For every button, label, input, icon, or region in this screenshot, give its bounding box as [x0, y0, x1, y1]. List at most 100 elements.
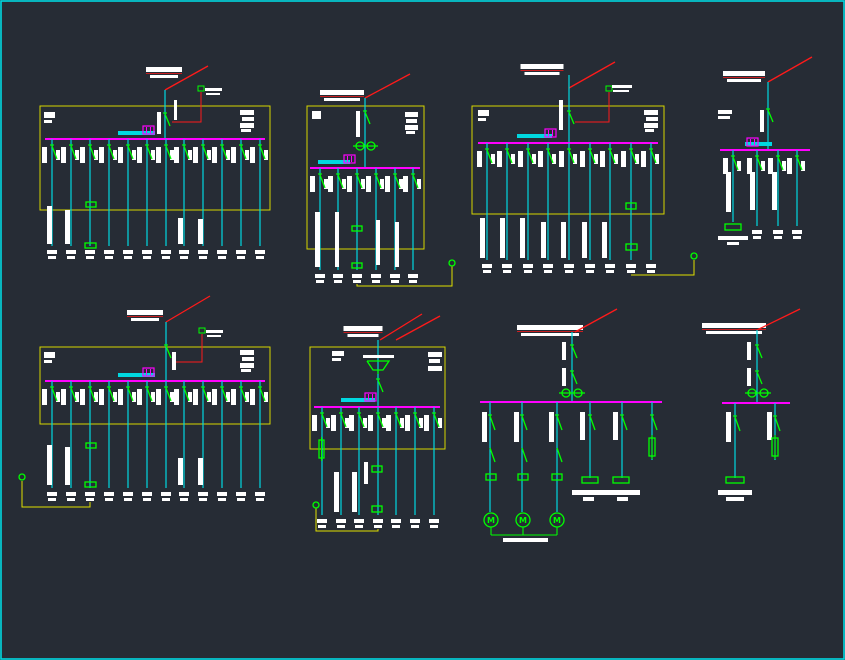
panel-g-feeder-1-breaker-icon — [489, 415, 496, 431]
panel-c-text-block-10 — [480, 218, 485, 258]
panel-f-control-wire — [315, 508, 379, 532]
panel-a-feeder-7-rating-text-block — [170, 150, 174, 160]
panel-c-text-block-15 — [582, 222, 587, 258]
panel-f-feeder-6-name-text-block — [410, 519, 420, 523]
panel-h-text-block-1 — [747, 342, 751, 360]
panel-a-feeder-10-breaker-text-block — [212, 147, 217, 163]
panel-b-feeder-4-rating-text-block — [380, 179, 384, 189]
panel-b-feeder-6-breaker-icon — [412, 174, 419, 189]
panel-e-feeder-5-breaker-icon — [127, 387, 134, 402]
panel-g-feeder-2-contactor-icon — [521, 447, 528, 463]
panel-c-feeder-4-load-text-block — [544, 270, 552, 273]
panel-d-feeder-1-rating-text-block — [737, 161, 741, 171]
panel-c-current-transformer-icon — [544, 128, 557, 138]
panel-f-terminal-icon-2 — [371, 505, 383, 513]
panel-e-feeder-11-rating-text-block — [245, 392, 249, 402]
panel-c-text-block-8 — [613, 90, 629, 92]
panel-a-feeder-3-load-text-block — [86, 256, 94, 259]
panel-e-text-block-11 — [65, 447, 70, 485]
panel-a-feeder-9-name-text-block — [198, 250, 208, 254]
panel-b-text-block-1 — [312, 111, 321, 119]
panel-c-terminal-icon-1 — [625, 202, 637, 210]
panel-c-text-block-12 — [520, 218, 525, 258]
panel-e-terminal-icon-2 — [84, 481, 97, 488]
panel-b-text-block-5 — [406, 131, 415, 134]
panel-d-text-block-1 — [718, 110, 732, 114]
panel-b-feeder-2-breaker-text-block — [328, 176, 333, 192]
panel-f-feeder-1-name-text-block — [317, 519, 327, 523]
motor-icon — [515, 512, 531, 528]
panel-a-feeder-7-name-text-block — [161, 250, 171, 254]
panel-d-feeder-3-name-text-block — [773, 230, 783, 234]
panel-a-feeder-6-rating-text-block — [151, 150, 155, 160]
panel-b-feeder-6-rating-text-block — [417, 179, 421, 189]
panel-e-feeder-6-breaker-icon — [146, 387, 153, 402]
panel-c-busbar-label-block — [517, 134, 552, 138]
panel-b-text-block-8 — [335, 212, 339, 267]
panel-a-feeder-8-name-text-block — [179, 250, 189, 254]
panel-c-text-block-2 — [478, 118, 486, 121]
panel-a-text-block-6 — [241, 129, 251, 132]
panel-e-feeder-7-breaker-text-block — [156, 389, 161, 405]
panel-f-text-block-5 — [428, 366, 442, 371]
panel-h-text-block-6 — [726, 497, 744, 501]
panel-d-feeder-2-load-text-block — [753, 236, 761, 239]
panel-f-control-terminal-icon — [312, 501, 320, 509]
panel-c-feeder-4-name-text-block — [543, 264, 553, 268]
panel-b-feeder-6-load-text-block — [409, 280, 417, 283]
panel-b-text-block-7 — [315, 212, 320, 267]
panel-e-feeder-8-breaker-icon — [183, 387, 190, 402]
panel-a-feeder-4-name-text-block — [104, 250, 114, 254]
panel-c-control-tap-line — [575, 92, 610, 123]
panel-e-feeder-9-breaker-text-block — [193, 389, 198, 405]
panel-e-feeder-1-load-text-block — [48, 498, 56, 501]
panel-c — [471, 61, 698, 276]
panel-a-feeder-12-load-text-block — [256, 256, 264, 259]
panel-c-terminal-icon-2 — [625, 243, 638, 251]
panel-a-subtitle-text-block — [150, 75, 178, 78]
panel-f-feeder-5-rating-text-block — [400, 418, 404, 428]
panel-e-feeder-1-breaker-text-block — [42, 389, 47, 405]
panel-g-text-block-4 — [514, 412, 519, 442]
panel-f-feeder-1-breaker-text-block — [312, 415, 317, 431]
panel-a-feeder-1-rating-text-block — [56, 150, 60, 160]
panel-e-feeder-7-breaker-icon — [165, 387, 172, 402]
panel-c-text-block-6 — [645, 129, 654, 132]
panel-c-feeder-9-load-text-block — [647, 270, 655, 273]
panel-c-feeder-3-rating-text-block — [532, 154, 536, 164]
panel-c-feeder-7-breaker-text-block — [600, 151, 605, 167]
panel-c-feeder-3-load-text-block — [524, 270, 532, 273]
panel-c-feeder-1-load-text-block — [483, 270, 491, 273]
panel-a-incoming-breaker-icon-1 — [164, 113, 171, 127]
panel-b-isolator-icon-2 — [366, 141, 376, 151]
panel-a-feeder-4-breaker-icon — [108, 145, 115, 160]
panel-d-feeder-3-breaker-text-block — [768, 158, 773, 174]
panel-f-feeder-1-breaker-icon — [321, 413, 328, 428]
panel-f-feeder-3-rating-text-block — [363, 418, 367, 428]
panel-a-feeder-6-name-text-block — [142, 250, 152, 254]
panel-f-terminal-icon-1 — [371, 465, 383, 473]
panel-g-feeder-3-breaker-icon — [556, 415, 563, 431]
panel-b-feeder-4-breaker-text-block — [366, 176, 371, 192]
panel-c-feeder-2-breaker-icon — [506, 149, 513, 164]
panel-e-feeder-4-load-text-block — [105, 498, 113, 501]
panel-c-feeder-9-breaker-icon — [650, 149, 657, 164]
panel-a-feeder-9-load-text-block — [199, 256, 207, 259]
panel-f-feeder-5-load-text-block — [392, 525, 400, 528]
panel-f-transformer-text-block — [363, 355, 394, 358]
panel-e-feeder-8-breaker-text-block — [174, 389, 179, 405]
panel-e-feeder-11-breaker-icon — [240, 387, 247, 402]
panel-f-feeder-3-breaker-text-block — [349, 415, 354, 431]
panel-a-text-block-14 — [198, 219, 203, 244]
panel-g-text-block-12 — [503, 538, 548, 542]
panel-e-feeder-9-breaker-icon — [202, 387, 209, 402]
panel-f-subtitle-text-block — [347, 334, 379, 337]
panel-e-control-terminal-icon — [18, 473, 26, 481]
panel-a — [39, 65, 271, 259]
panel-c-control-wire — [631, 260, 695, 276]
panel-c-cabinet-frame — [471, 105, 665, 215]
panel-f-feeder-7-rating-text-block — [438, 418, 442, 428]
panel-f-feeder-3-breaker-icon — [358, 413, 365, 428]
